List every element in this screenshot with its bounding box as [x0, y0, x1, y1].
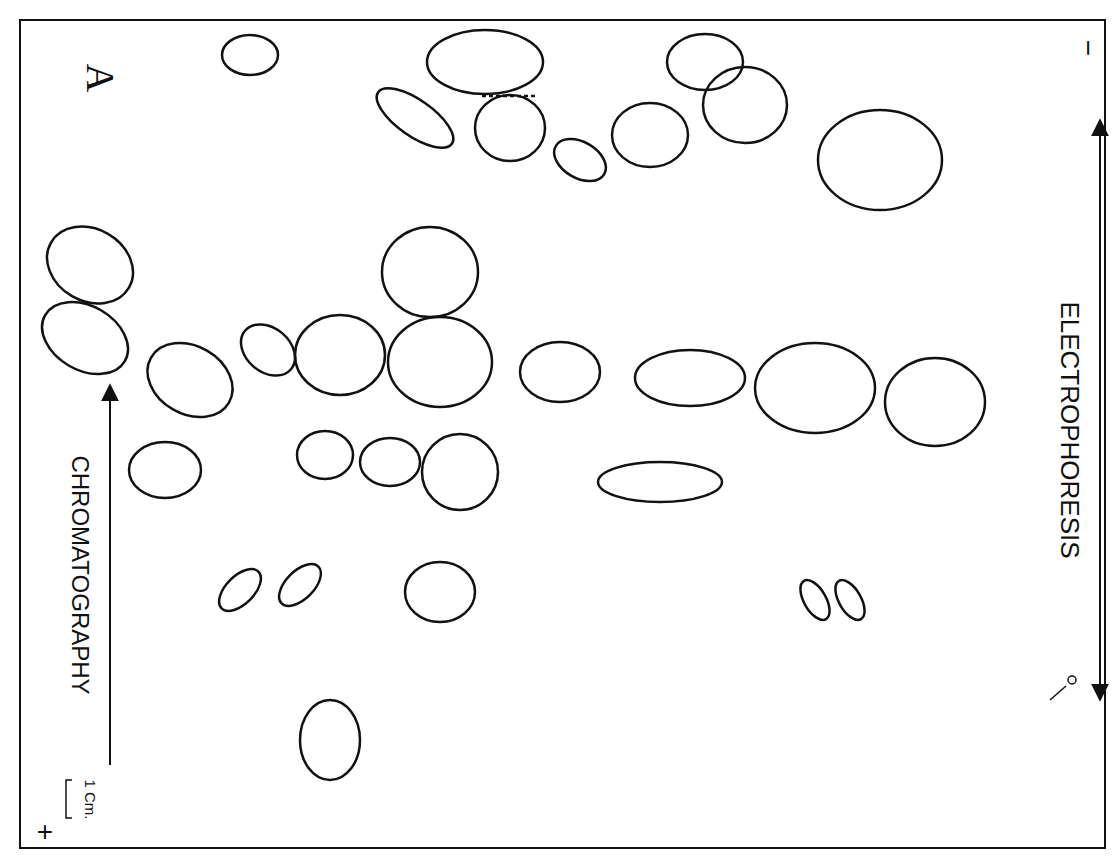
origin-marker — [1068, 676, 1076, 684]
electrophoresis-arrow — [1099, 120, 1101, 700]
chromatography-arrow — [109, 385, 111, 765]
peptide-spots — [29, 30, 985, 780]
frame — [20, 20, 1105, 848]
pole-sign: + — [37, 818, 53, 846]
origin-pointer — [1050, 686, 1066, 700]
axis-label: ELECTROPHORESIS — [1057, 301, 1083, 558]
scale-label: 1 Cm. — [82, 779, 97, 819]
panel-letter: A — [80, 64, 120, 93]
pole-sign: − — [1074, 40, 1102, 56]
axis-label: CHROMATOGRAPHY — [68, 455, 92, 694]
scale-bar — [66, 780, 72, 818]
